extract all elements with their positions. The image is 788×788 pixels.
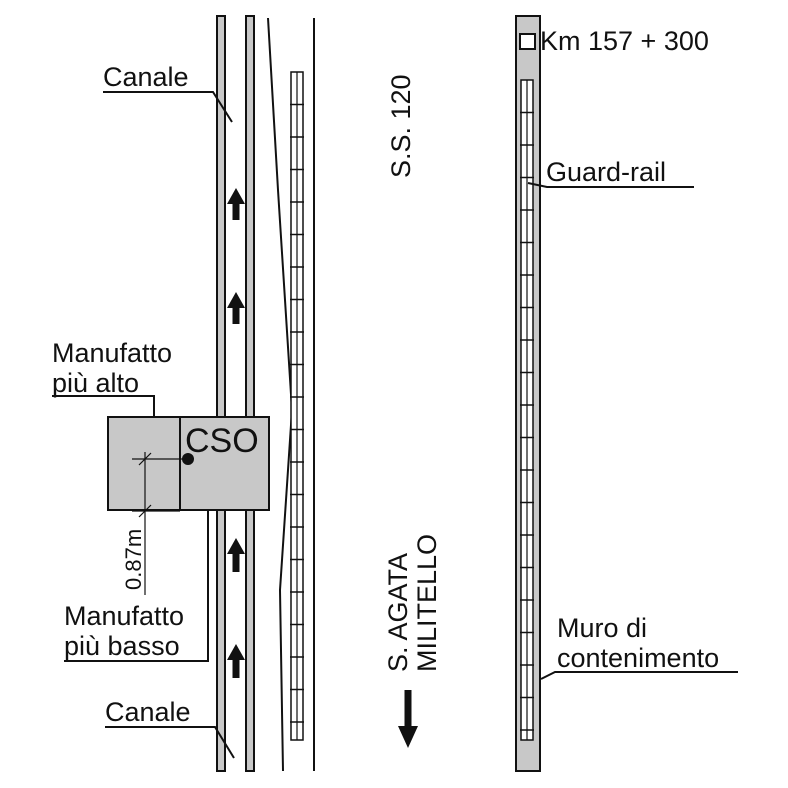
manufatto-basso-leader [64,510,209,662]
canal-left-wall [216,15,226,772]
guard-rail-left [290,71,304,741]
manufatto-alto-line1: Manufatto [52,338,172,368]
km-marker-label: Km 157 + 300 [540,26,709,56]
manufatto-alto-leader [52,395,155,417]
muro-leader [540,671,738,680]
cso-label: CSO [185,422,259,460]
square-icon [519,33,536,50]
manufatto-alto-box [107,416,181,511]
manufatto-basso-line2: più basso [64,631,180,661]
dimension-label: 0.87m [121,529,146,590]
canal [216,15,255,772]
manufatto-basso-line1: Manufatto [64,601,184,631]
flow-arrows [227,188,245,678]
guard-rail-right [520,79,534,741]
direction-label-line2: MILITELLO [412,534,442,672]
muro-label-line1: Muro di [557,613,647,643]
manufatto-basso-box [179,416,270,511]
road-label: S.S. 120 [386,74,416,178]
direction-label-line1: S. AGATA [383,553,413,672]
arrow-up-icon [227,538,245,572]
arrow-up-icon [227,292,245,324]
guard-rail-leader [527,182,694,188]
dot-icon [182,453,194,465]
muro-label-line2: contenimento [557,643,719,673]
cso-structure: CSO [107,416,270,511]
road-edge-left [267,17,294,772]
guard-rail-label: Guard-rail [546,157,666,187]
arrow-up-icon [227,644,245,678]
canale-bottom-leader [105,726,235,759]
arrow-down-icon [398,690,418,748]
canale-top-label: Canale [103,62,189,92]
canale-bottom-label: Canale [105,697,191,727]
dimension-marker [132,452,186,595]
canale-top-leader [103,91,233,123]
manufatto-alto-line2: più alto [52,368,139,398]
canal-right-wall [245,15,255,772]
arrow-up-icon [227,188,245,220]
